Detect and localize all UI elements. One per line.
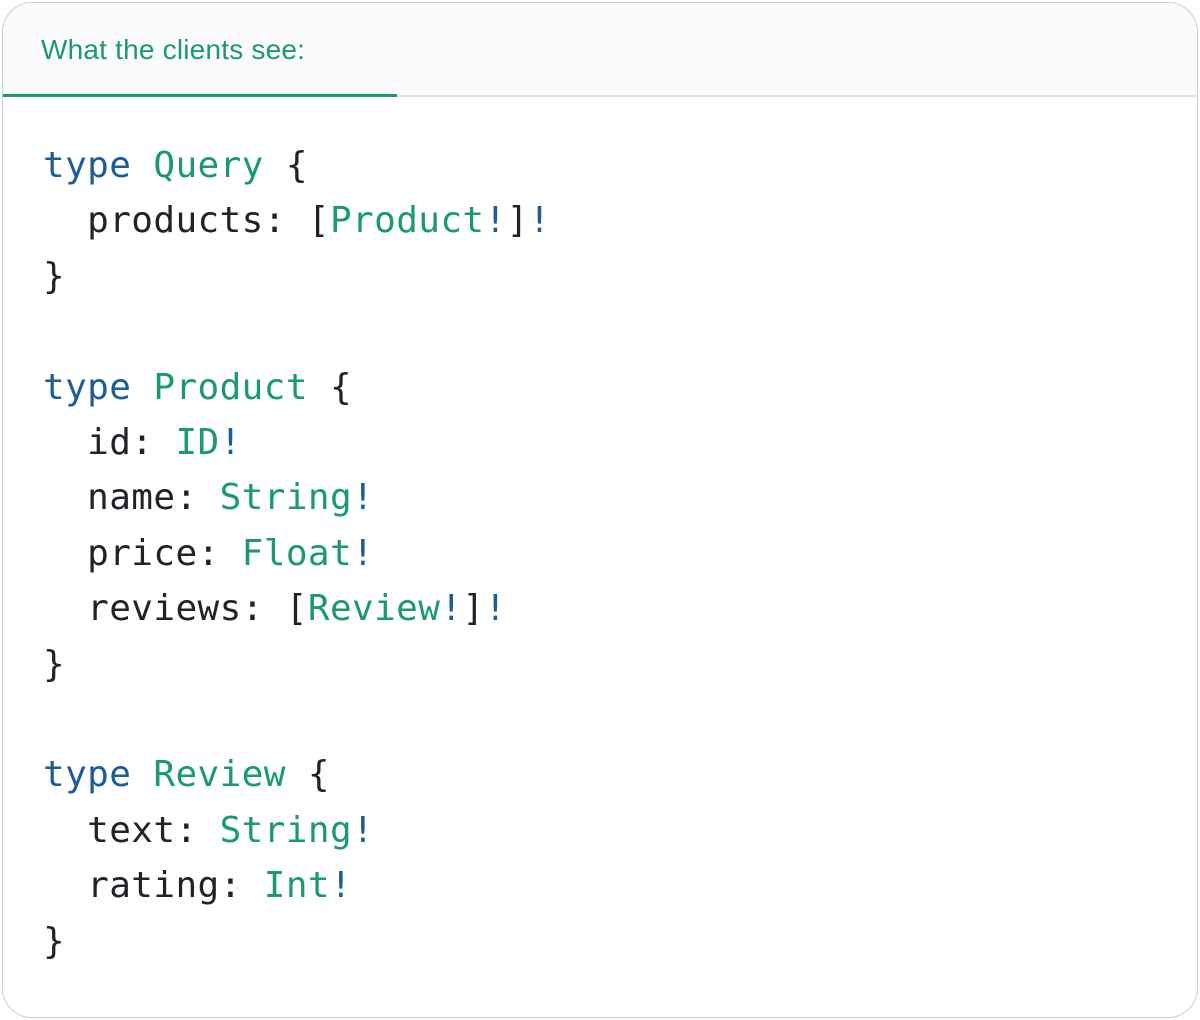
code-token-plain bbox=[131, 754, 153, 795]
code-line: } bbox=[43, 637, 1157, 692]
code-token-bang: ! bbox=[352, 809, 375, 851]
code-token-plain: } bbox=[43, 255, 66, 297]
code-token-bang: ! bbox=[440, 588, 463, 630]
tab-bar: What the clients see: bbox=[3, 3, 1197, 97]
code-block: type Query { products: [Product!]!} bbox=[43, 138, 1157, 304]
code-token-plain bbox=[131, 367, 153, 408]
code-token-plain: } bbox=[43, 643, 66, 685]
code-token-kw: type bbox=[43, 145, 132, 186]
code-token-plain: { bbox=[307, 366, 353, 408]
code-token-type: Review bbox=[307, 588, 441, 630]
code-line: rating: Int! bbox=[43, 858, 1157, 913]
code-token-plain: id: bbox=[43, 422, 176, 464]
code-token-bang: ! bbox=[352, 477, 375, 519]
code-token-bang: ! bbox=[484, 588, 507, 630]
code-line: type Product { bbox=[43, 360, 1157, 415]
code-block: type Product { id: ID! name: String! pri… bbox=[43, 360, 1157, 692]
code-token-bang: ! bbox=[528, 200, 551, 242]
code-line: products: [Product!]! bbox=[43, 193, 1157, 248]
code-token-plain bbox=[131, 145, 153, 186]
tab-label: What the clients see: bbox=[41, 34, 306, 65]
code-line: price: Float! bbox=[43, 526, 1157, 581]
code-token-type: Float bbox=[241, 532, 353, 574]
code-line: reviews: [Review!]! bbox=[43, 581, 1157, 636]
code-token-plain: ] bbox=[462, 588, 485, 630]
code-block: type Review { text: String! rating: Int!… bbox=[43, 747, 1157, 969]
code-line: name: String! bbox=[43, 470, 1157, 525]
code-line: id: ID! bbox=[43, 415, 1157, 470]
code-token-type: Product bbox=[153, 366, 308, 408]
code-token-plain: price: bbox=[43, 532, 242, 574]
code-token-type: String bbox=[219, 477, 353, 519]
code-token-type: String bbox=[219, 809, 353, 851]
code-token-plain: reviews: [ bbox=[43, 588, 308, 630]
code-token-plain: { bbox=[263, 145, 308, 186]
code-line: type Query { bbox=[43, 138, 1157, 193]
code-token-bang: ! bbox=[352, 532, 375, 574]
code-token-type: Product bbox=[329, 200, 485, 242]
code-token-plain: text: bbox=[43, 809, 220, 851]
active-tab-underline bbox=[3, 94, 397, 97]
schema-code: type Query { products: [Product!]!}type … bbox=[3, 97, 1197, 989]
code-line: type Review { bbox=[43, 747, 1157, 802]
code-line: } bbox=[43, 249, 1157, 304]
code-token-bang: ! bbox=[484, 200, 507, 242]
code-token-type: Review bbox=[153, 754, 286, 796]
code-token-type: Int bbox=[263, 865, 330, 907]
code-token-plain: rating: bbox=[43, 865, 264, 907]
tab-what-clients-see[interactable]: What the clients see: bbox=[3, 3, 305, 97]
code-token-plain: ] bbox=[506, 200, 529, 242]
code-token-plain: name: bbox=[43, 477, 220, 519]
code-token-plain: { bbox=[285, 754, 330, 796]
code-token-type: ID bbox=[175, 422, 220, 464]
code-line: text: String! bbox=[43, 803, 1157, 858]
code-token-kw: type bbox=[43, 754, 132, 796]
code-token-plain: } bbox=[43, 920, 66, 962]
code-token-kw: type bbox=[43, 366, 132, 408]
code-token-bang: ! bbox=[219, 422, 242, 464]
code-line: } bbox=[43, 914, 1157, 969]
code-token-bang: ! bbox=[329, 865, 353, 907]
code-token-plain: products: [ bbox=[43, 200, 330, 242]
code-token-type: Query bbox=[153, 145, 264, 186]
